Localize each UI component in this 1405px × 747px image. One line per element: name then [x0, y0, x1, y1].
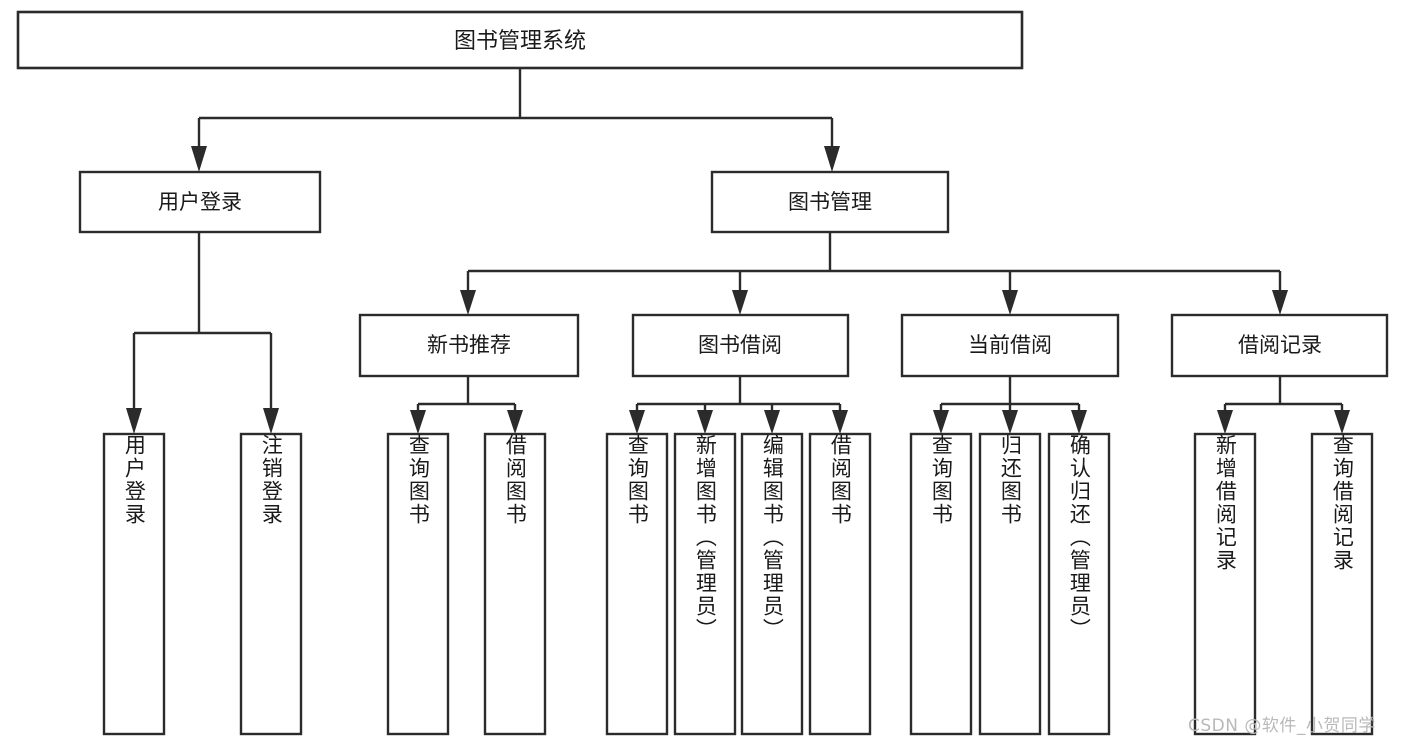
leaf-box-borrow-query[interactable]: [605, 432, 669, 736]
arrow-head-leaf-cur-return: [1002, 410, 1018, 434]
arrow-head-leaf-borrow-edit: [764, 410, 780, 434]
connector-group-book-manage: [460, 232, 1288, 315]
node-new-book-rec-label: 新书推荐: [427, 333, 511, 357]
node-root[interactable]: 图书管理系统: [16, 10, 1024, 70]
arrow-head-user-login: [191, 146, 207, 172]
arrow-head-leaf-rec-add: [1217, 410, 1233, 434]
leaf-box-rec-query-record[interactable]: [1310, 432, 1374, 736]
arrow-head-leaf-borrow-lend: [832, 410, 848, 434]
node-borrow-record-label: 借阅记录: [1238, 333, 1322, 357]
leaf-box-borrow-add[interactable]: [673, 432, 737, 736]
connector-group-new-book-rec: [410, 375, 523, 434]
node-root-label: 图书管理系统: [454, 29, 586, 54]
arrow-head-leaf-user-logout: [263, 408, 279, 434]
node-user-login-box[interactable]: [78, 170, 322, 234]
arrow-head-leaf-user-login: [126, 408, 142, 434]
arrow-head-leaf-cur-confirm: [1071, 410, 1087, 434]
node-new-book-rec[interactable]: 新书推荐: [358, 313, 580, 378]
node-book-manage[interactable]: 图书管理: [710, 170, 950, 234]
connector-group-user-login: [126, 232, 279, 434]
leaf-box-borrow-edit[interactable]: [740, 432, 804, 736]
connector-group-book-borrow: [629, 375, 848, 434]
connector-group-borrow-record: [1217, 375, 1350, 434]
arrow-head-book-manage: [824, 146, 840, 172]
connector-group-current-borrow: [933, 375, 1087, 434]
arrow-head-new-book-rec: [460, 290, 476, 315]
arrow-head-leaf-cur-query: [933, 410, 949, 434]
node-user-login-label: 用户登录: [158, 190, 242, 214]
node-book-borrow-label: 图书借阅: [698, 333, 782, 357]
leaf-box-cur-return[interactable]: [978, 432, 1042, 736]
leaf-box-user-logout[interactable]: [239, 432, 303, 736]
arrow-head-leaf-rec-query: [410, 410, 426, 434]
leaf-box-borrow-lend[interactable]: [808, 432, 872, 736]
node-user-login[interactable]: 用户登录: [78, 170, 322, 234]
node-current-borrow-box[interactable]: [900, 313, 1120, 378]
leaf-box-cur-query[interactable]: [909, 432, 973, 736]
node-current-borrow-label: 当前借阅: [968, 333, 1052, 357]
node-borrow-record[interactable]: 借阅记录: [1170, 313, 1389, 378]
node-book-manage-label: 图书管理: [788, 190, 872, 214]
node-book-borrow[interactable]: 图书借阅: [631, 313, 850, 378]
arrow-head-leaf-rec-borrow: [507, 410, 523, 434]
connector-group-root: [191, 68, 840, 172]
arrow-head-leaf-rec-query-record: [1334, 410, 1350, 434]
csdn-watermark: CSDN @软件_小贺同学: [1188, 716, 1376, 736]
arrow-head-book-borrow: [732, 290, 748, 315]
arrow-head-leaf-borrow-add: [697, 410, 713, 434]
leaf-box-user-login[interactable]: [102, 432, 166, 736]
leaf-box-rec-add[interactable]: [1193, 432, 1257, 736]
leaf-box-rec-query[interactable]: [386, 432, 450, 736]
node-borrow-record-box[interactable]: [1170, 313, 1389, 378]
arrow-head-leaf-borrow-query: [629, 410, 645, 434]
arrow-head-borrow-record: [1272, 290, 1288, 315]
node-root-box[interactable]: [16, 10, 1024, 70]
node-book-borrow-box[interactable]: [631, 313, 850, 378]
node-book-manage-box[interactable]: [710, 170, 950, 234]
node-new-book-rec-box[interactable]: [358, 313, 580, 378]
arrow-head-current-borrow: [1002, 290, 1018, 315]
node-current-borrow[interactable]: 当前借阅: [900, 313, 1120, 378]
leaf-box-cur-confirm[interactable]: [1047, 432, 1111, 736]
leaf-box-rec-borrow[interactable]: [483, 432, 547, 736]
